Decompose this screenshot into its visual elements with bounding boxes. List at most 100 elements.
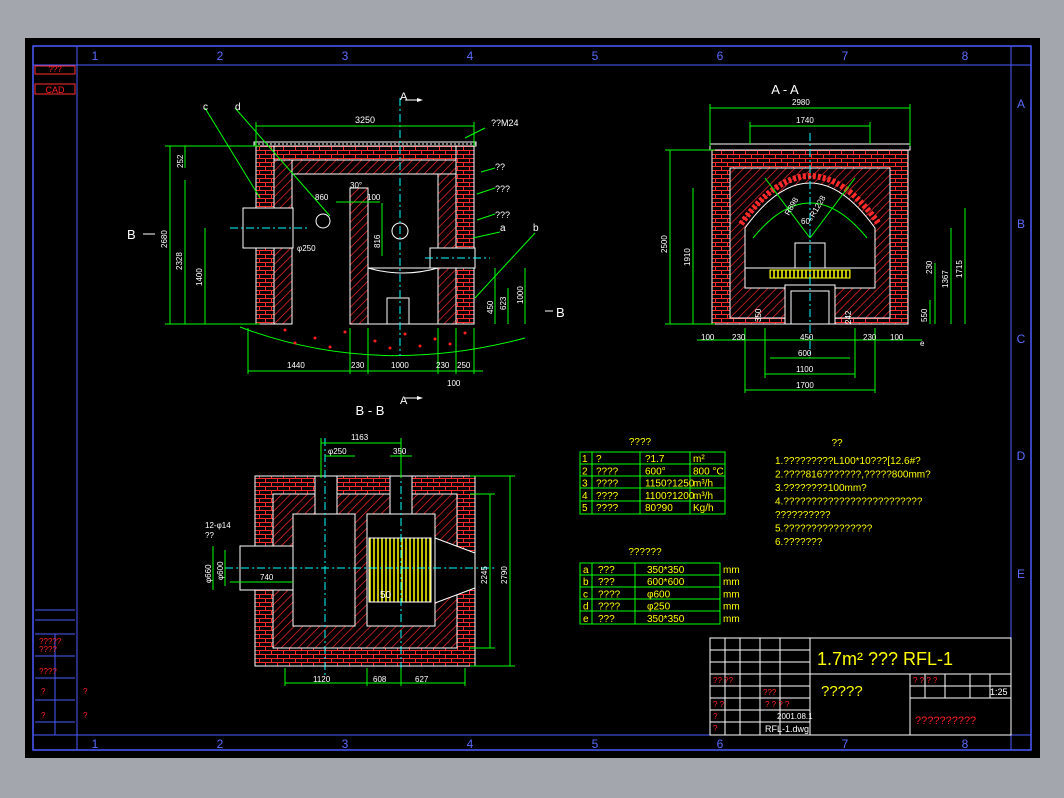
nozzle-table xyxy=(579,562,721,625)
frame-col-label-bottom: 5 xyxy=(592,737,599,751)
spec-cell: ???? xyxy=(596,503,619,514)
nozzle-label-d: d xyxy=(235,102,241,113)
spec-cell: 3 xyxy=(582,479,588,490)
nozzle-cell: b xyxy=(583,577,589,588)
aa-dim-angle: 60° xyxy=(801,217,813,226)
bb-dim-phi660: φ660 xyxy=(204,564,213,583)
frame-col-label-top: 5 xyxy=(592,49,599,63)
spec-cell: 4 xyxy=(582,491,588,502)
bb-dim-2245: 2245 xyxy=(480,566,489,584)
note-line: 3.????????100mm? xyxy=(775,483,867,494)
frame-col-label-bottom: 8 xyxy=(962,737,969,751)
nozzle-cell: mm xyxy=(723,577,740,588)
tb-cell-7: ? xyxy=(713,724,718,733)
nozzle-cell: d xyxy=(583,602,589,613)
sidebar-bottom-label-4: ? xyxy=(41,687,46,696)
bb-dim-50: 50 xyxy=(380,590,392,601)
frame-row-label: E xyxy=(1017,567,1025,581)
spec-cell: ???? xyxy=(596,466,619,477)
title-block-date: 2001.08.1 xyxy=(777,712,813,721)
frame-row-label: C xyxy=(1017,332,1026,346)
spec-table-title: ???? xyxy=(629,437,652,448)
dim-bottom-230a: 230 xyxy=(351,361,365,370)
nozzle-cell: 600*600 xyxy=(647,577,685,588)
bb-bolt-label: 12-φ14 xyxy=(205,521,231,530)
dim-816: 816 xyxy=(373,234,382,248)
spec-cell: 80?90 xyxy=(645,503,673,514)
nozzle-cell: a xyxy=(583,565,589,576)
dim-top-width: 3250 xyxy=(355,115,375,125)
aa-dim-600: 600 xyxy=(798,349,812,358)
spec-cell: 800 °C xyxy=(693,466,724,477)
nozzle-cell: mm xyxy=(723,614,740,625)
bb-dim-350: 350 xyxy=(393,447,407,456)
bb-dim-2790: 2790 xyxy=(500,566,509,584)
frame-col-label-bottom: 3 xyxy=(342,737,349,751)
dim-bottom-1000: 1000 xyxy=(391,361,409,370)
section-mark-B-right: B xyxy=(556,305,565,320)
nozzle-cell: 350*350 xyxy=(647,565,685,576)
aa-title: A - A xyxy=(771,82,799,97)
tb-cell-1: ?? ?? xyxy=(713,676,734,685)
dim-100: 100 xyxy=(367,193,381,202)
sidebar-top-label-1: ??? xyxy=(48,65,62,74)
aa-dim-350: 350 xyxy=(754,308,763,322)
spec-cell: ???? xyxy=(596,479,619,490)
aa-dim-230: 230 xyxy=(925,260,934,274)
section-aa-view: A - A 2980 1740 2500 1910 R898 xyxy=(660,82,966,393)
bb-title: B - B xyxy=(356,403,385,418)
note-line: 2.????816???????,?????800mm? xyxy=(775,470,931,481)
dim-2680: 2680 xyxy=(160,230,169,248)
frame-row-label: D xyxy=(1017,449,1026,463)
nozzle-table-title: ?????? xyxy=(628,547,662,558)
note-line: 1.?????????L100*10???[12.6#? xyxy=(775,456,921,467)
frame-col-label-bottom: 4 xyxy=(467,737,474,751)
frame-row-label: B xyxy=(1017,217,1025,231)
tb-cell-5: ? ? ? ? xyxy=(765,700,790,709)
tb-cell-6: ? xyxy=(713,712,718,721)
frame-col-label-top: 4 xyxy=(467,49,474,63)
spec-cell: 1100?1200 xyxy=(645,491,695,502)
spec-cell: ?1.7 xyxy=(645,454,665,465)
note-line: 5.???????????????? xyxy=(775,524,873,535)
nozzle-cell: ??? xyxy=(598,614,615,625)
aa-dim-550: 550 xyxy=(920,308,929,322)
sidebar-top-label-2: CAD xyxy=(45,85,65,95)
aa-dim-1740: 1740 xyxy=(796,116,814,125)
spec-cell: Kg/h xyxy=(693,503,714,514)
bb-dim-1163: 1163 xyxy=(351,433,369,442)
note-2: ??? xyxy=(495,184,510,194)
frame-col-label-top: 2 xyxy=(217,49,224,63)
frame-col-label-top: 3 xyxy=(342,49,349,63)
sidebar-mark-1: ? xyxy=(83,687,88,696)
spec-cell: 2 xyxy=(582,466,588,477)
frame-col-label-top: 6 xyxy=(717,49,724,63)
bb-dim-phi250: φ250 xyxy=(328,447,347,456)
section-mark-A-top: A xyxy=(400,91,408,103)
nozzle-cell: φ600 xyxy=(647,589,671,600)
nozzle-cell: e xyxy=(583,614,589,625)
nozzle-cell: mm xyxy=(723,589,740,600)
bb-dim-627: 627 xyxy=(415,675,429,684)
dim-bottom-100: 100 xyxy=(447,379,461,388)
aa-dim-100a: 100 xyxy=(701,333,715,342)
spec-cell: m² xyxy=(693,454,705,465)
dim-623: 623 xyxy=(499,296,508,310)
dim-angle: 30° xyxy=(350,181,362,190)
dim-bolt: ??M24 xyxy=(491,118,519,128)
sidebar-stamp: ??? CAD ????? ???? ???? ? ? ? ? xyxy=(34,65,88,735)
front-elevation-view: A A B B c d a b 3250 ??M24 252 2680 2328… xyxy=(127,91,565,407)
frame-row-label: A xyxy=(1017,97,1025,111)
nozzle-label-b: b xyxy=(533,223,539,234)
notes-list: 1.?????????L100*10???[12.6#? 2.????816???… xyxy=(775,456,931,548)
frame-col-label-top: 1 xyxy=(92,49,99,63)
sidebar-bottom-label-1: ????? xyxy=(39,637,62,646)
aa-dim-242: 242 xyxy=(844,310,853,324)
note-line: 4.????????????????????????? xyxy=(775,497,923,508)
bb-bolt-note: ?? xyxy=(205,531,214,540)
nozzle-cell: φ250 xyxy=(647,602,671,613)
frame-col-label-bottom: 1 xyxy=(92,737,99,751)
